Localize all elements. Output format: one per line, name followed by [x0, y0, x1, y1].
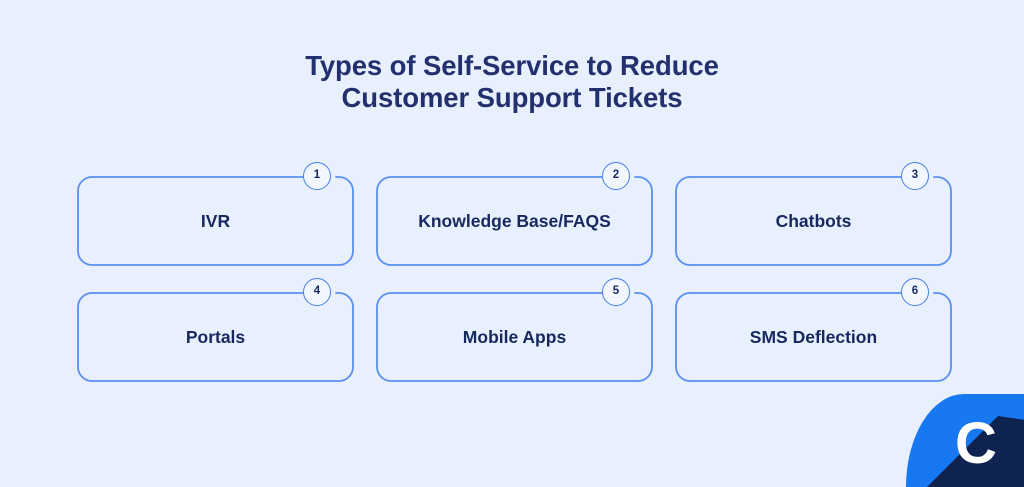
card-chatbots[interactable]: 3 Chatbots	[675, 162, 952, 266]
card-row-1: 1 IVR 2 Knowledge Base/FAQS 3 Chatbots	[77, 162, 952, 266]
card-ivr[interactable]: 1 IVR	[77, 162, 354, 266]
card-mobile-apps[interactable]: 5 Mobile Apps	[376, 278, 653, 382]
card-row-2: 4 Portals 5 Mobile Apps 6 SMS Deflection	[77, 278, 952, 382]
svg-text:C: C	[955, 411, 997, 476]
card-label: Portals	[185, 327, 246, 347]
page-title: Types of Self-Service to Reduce Customer…	[0, 50, 1024, 114]
card-outline-shape	[675, 176, 952, 266]
card-outline-shape	[675, 292, 952, 382]
card-knowledge-base-faqs[interactable]: 2 Knowledge Base/FAQS	[376, 162, 653, 266]
card-label: IVR	[200, 211, 231, 231]
page-title-line-2: Customer Support Tickets	[341, 82, 683, 113]
page-title-line-1: Types of Self-Service to Reduce	[305, 50, 719, 81]
card-number-badge: 4	[303, 278, 331, 306]
card-number-badge: 2	[602, 162, 630, 190]
card-number-badge: 1	[303, 162, 331, 190]
card-number-badge: 3	[901, 162, 929, 190]
card-outline-shape	[376, 292, 653, 382]
card-number-badge: 6	[901, 278, 929, 306]
card-sms-deflection[interactable]: 6 SMS Deflection	[675, 278, 952, 382]
card-label: Chatbots	[775, 211, 852, 231]
card-label: Mobile Apps	[462, 327, 567, 347]
card-number-badge: 5	[602, 278, 630, 306]
brand-logo-c-icon: C	[906, 394, 1024, 487]
card-outline-shape	[77, 176, 354, 266]
card-portals[interactable]: 4 Portals	[77, 278, 354, 382]
card-grid: 1 IVR 2 Knowledge Base/FAQS 3 Chatbots	[77, 162, 952, 382]
card-label: SMS Deflection	[749, 327, 878, 347]
card-label: Knowledge Base/FAQS	[418, 211, 611, 231]
card-outline-shape	[77, 292, 354, 382]
brand-logo: C	[906, 394, 1024, 487]
card-outline-shape	[376, 176, 653, 266]
